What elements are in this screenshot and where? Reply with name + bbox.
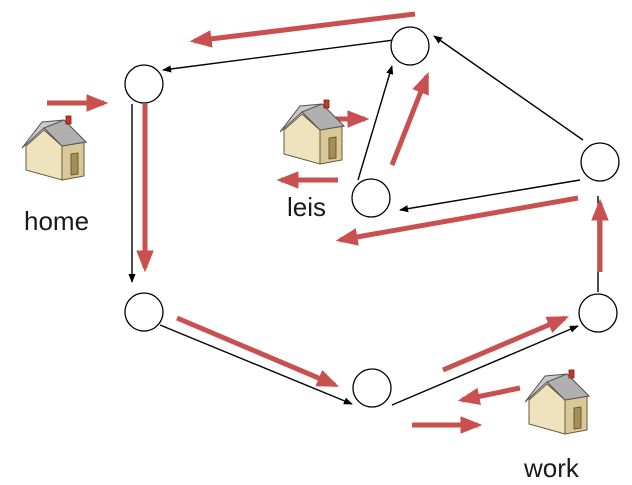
node-top — [390, 26, 430, 66]
node-home — [124, 64, 164, 104]
link-n6-n1 — [162, 39, 395, 73]
arrow-leisure-up — [389, 71, 430, 166]
house-icon — [524, 369, 590, 435]
node-bottom — [352, 368, 392, 408]
label-home: home — [24, 206, 90, 236]
link-n2-n3 — [159, 324, 353, 405]
node-left-lower — [124, 292, 164, 332]
link-n5-n6 — [433, 35, 584, 141]
label-work: work — [524, 453, 579, 483]
arrow-to-leisure — [335, 195, 579, 246]
node-right-upper — [580, 142, 620, 182]
link-n7-n6 — [357, 65, 394, 181]
label-leisure: leis — [287, 192, 327, 222]
arrow-out-of-work — [457, 385, 521, 406]
arrow-top-return — [189, 11, 416, 48]
node-leisure — [351, 178, 391, 218]
network-links — [128, 35, 599, 406]
house-icon — [279, 99, 345, 165]
network-nodes — [124, 26, 620, 408]
house-icon — [21, 115, 87, 181]
node-right-lower — [578, 293, 618, 333]
arrow-to-bottom-node — [176, 315, 340, 388]
arrow-to-lower-right-node — [442, 315, 570, 373]
link-n3-n4 — [391, 325, 579, 406]
link-n5-n7 — [399, 179, 581, 213]
